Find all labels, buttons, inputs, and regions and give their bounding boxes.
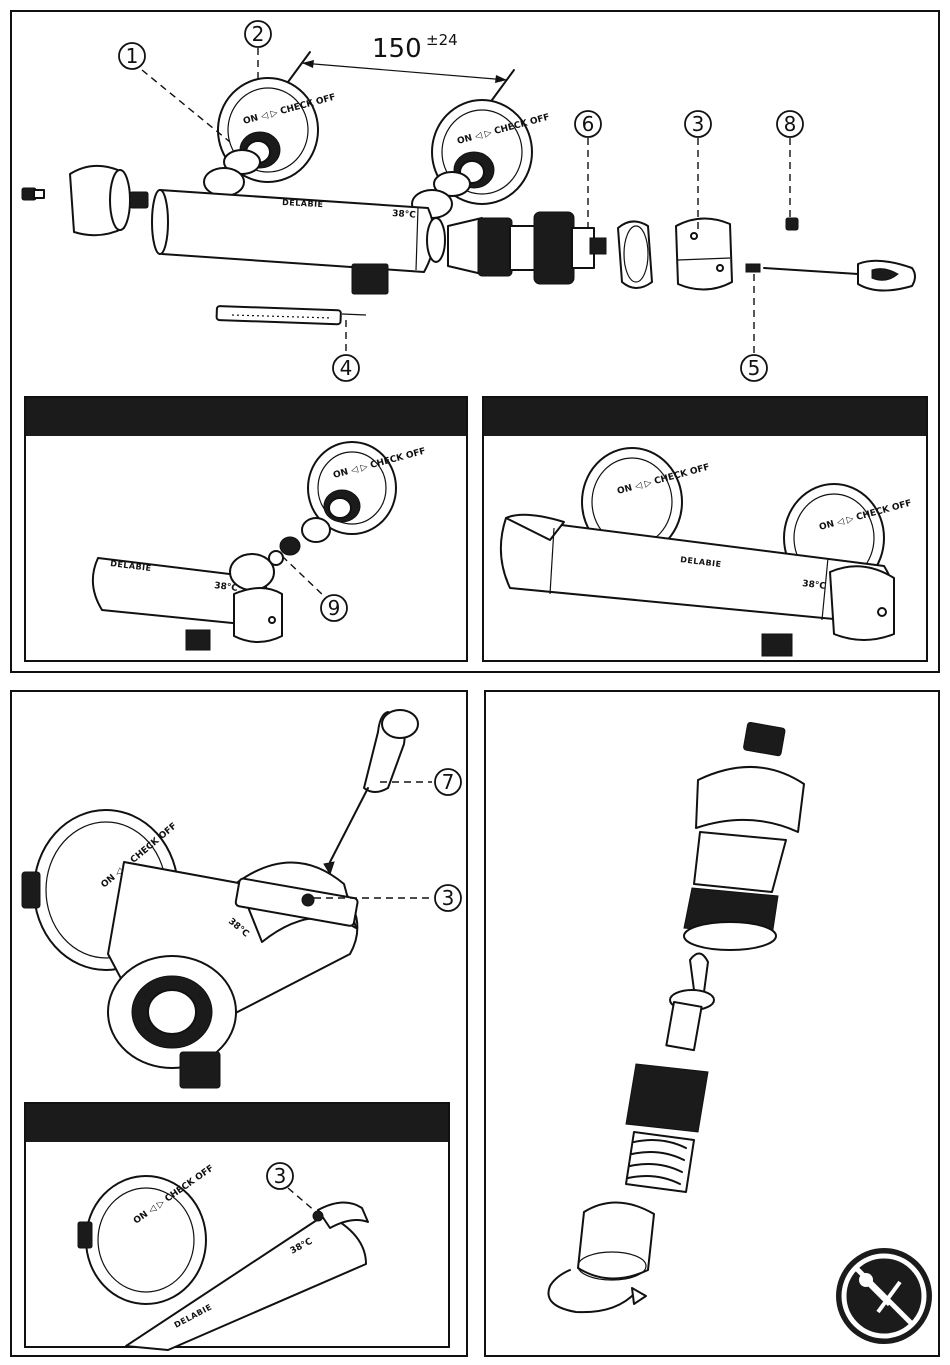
callout-7: 7 [435, 769, 461, 795]
cartridge-spring [626, 1064, 708, 1192]
thermometer [217, 306, 366, 324]
mixer-body: DELABIE 38°C [152, 190, 434, 294]
svg-text:7: 7 [442, 770, 455, 794]
svg-text:1: 1 [126, 44, 139, 68]
callout-5: 5 [741, 355, 767, 381]
svg-text:3: 3 [274, 1164, 287, 1188]
dimension-tolerance: ±24 [426, 31, 458, 49]
svg-text:3: 3 [692, 112, 705, 136]
thermostatic-cartridge [448, 212, 606, 284]
callout-3c: 3 [267, 1163, 293, 1189]
handle-removal-panel: ON ◁ ▷ CHECK OFF 38°C 7 3 ON ◁ ▷ CHECK O… [10, 690, 468, 1357]
seal-detail-drawing: ON ◁ ▷ CHECK OFF DELABIE 38°C 9 [26, 398, 470, 664]
left-nut [204, 168, 244, 196]
no-tools-wrench-screwdriver-icon [836, 1248, 932, 1344]
detail-panel-handle: ON ◁ ▷ CHECK OFF DELABIE 38°C 3 [24, 1102, 450, 1348]
temperature-handle [676, 218, 732, 289]
callout-8: 8 [777, 111, 803, 137]
screwdriver [764, 261, 915, 291]
svg-text:8: 8 [784, 112, 797, 136]
svg-text:2: 2 [252, 22, 265, 46]
screw-cap [786, 218, 798, 230]
detail-panel-seal: ON ◁ ▷ CHECK OFF DELABIE 38°C 9 [24, 396, 468, 662]
callout-9: 9 [321, 595, 347, 621]
lock-ring [618, 221, 652, 288]
callout-3: 3 [685, 111, 711, 137]
callout-2: 2 [245, 21, 271, 47]
exploded-view-panel: 150 ±24 ON ◁ ▷ CHECK OFF ON ◁ ▷ CHECK OF… [10, 10, 940, 673]
svg-text:6: 6 [582, 112, 595, 136]
end-cap-left [22, 166, 148, 235]
callout-3b: 3 [435, 885, 461, 911]
callout-6: 6 [575, 111, 601, 137]
handle-detail-drawing: ON ◁ ▷ CHECK OFF DELABIE 38°C 3 [26, 1104, 452, 1350]
svg-text:5: 5 [748, 356, 761, 380]
svg-text:3: 3 [442, 886, 455, 910]
callout-4: 4 [333, 355, 359, 381]
dimension-150: 150 ±24 [288, 31, 514, 100]
detail-panel-assembled: ON ◁ ▷ CHECK OFF ON ◁ ▷ CHECK OFF DELABI… [482, 396, 928, 662]
callout-1: 1 [119, 43, 145, 69]
cartridge-drawing [486, 692, 942, 1359]
assembled-drawing: ON ◁ ▷ CHECK OFF ON ◁ ▷ CHECK OFF DELABI… [484, 398, 930, 664]
cartridge-stem [666, 953, 714, 1050]
cartridge-top [684, 722, 804, 950]
body-temp-mark: 38°C [392, 209, 417, 221]
filter-seal [280, 537, 300, 555]
cartridge-bottom-cap [578, 1202, 654, 1280]
svg-text:9: 9 [328, 596, 341, 620]
body-oring [427, 218, 445, 262]
svg-text:4: 4 [340, 356, 353, 380]
removal-screwdriver [324, 710, 418, 874]
dimension-value: 150 [372, 34, 422, 64]
handle-screw [746, 264, 760, 272]
cartridge-panel [484, 690, 940, 1357]
